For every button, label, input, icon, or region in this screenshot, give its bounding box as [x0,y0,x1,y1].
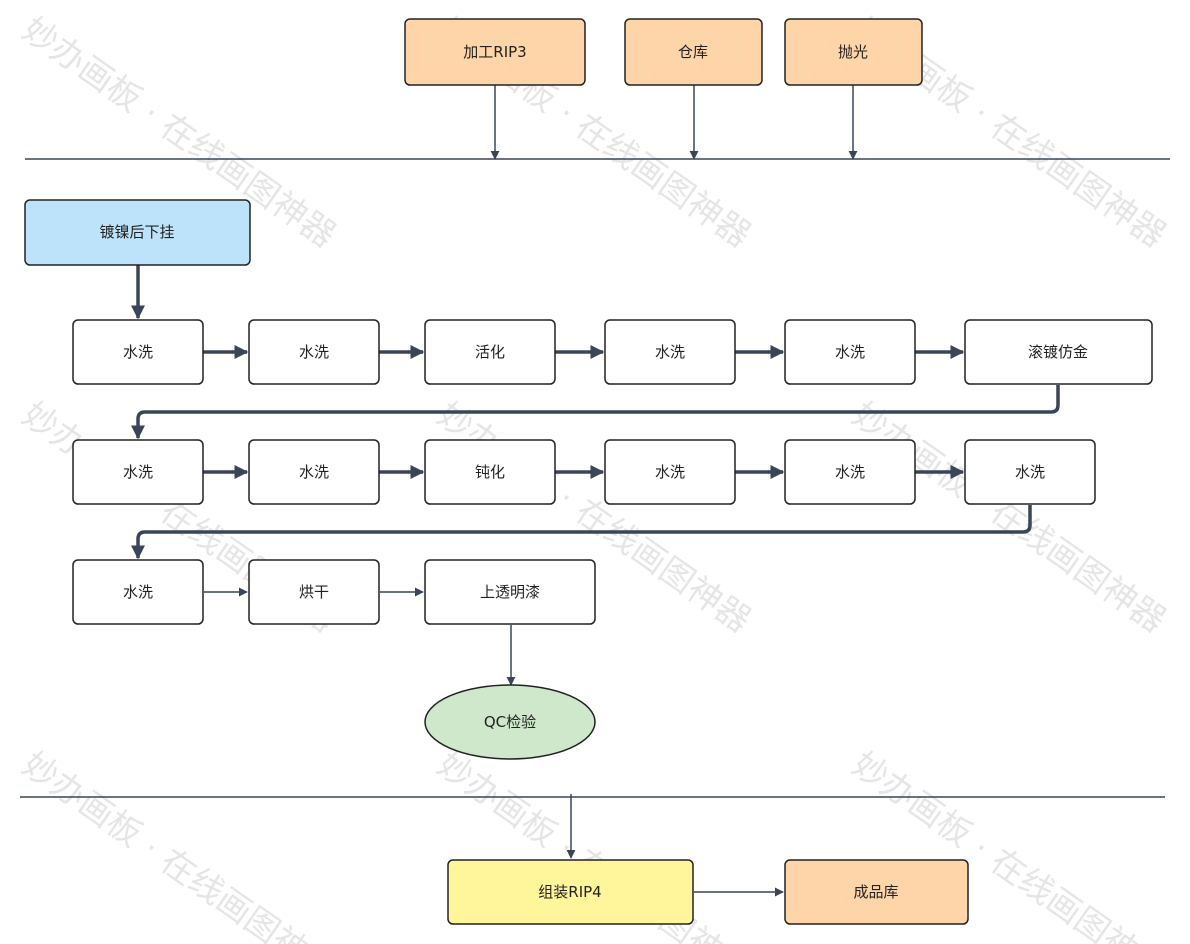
node-label: 水洗 [299,343,329,361]
node-n1[interactable]: 加工RIP3 [404,18,586,86]
watermark-text: 妙办画板 · 在线画图神器 [845,395,1173,641]
node-n16[interactable]: 水洗 [964,439,1096,505]
node-label: 水洗 [123,463,153,481]
node-n7[interactable]: 活化 [424,319,556,385]
node-label: 水洗 [655,463,685,481]
edge-n16-n17 [131,505,1032,560]
node-n4[interactable]: 镀镍后下挂 [24,199,251,266]
node-n11[interactable]: 水洗 [72,439,204,505]
node-label: 活化 [475,343,505,361]
node-n18[interactable]: 烘干 [248,559,380,625]
node-label: 烘干 [299,583,329,601]
edge-n10-n11 [131,385,1060,440]
node-label: 成品库 [853,883,898,901]
node-label: 水洗 [835,463,865,481]
node-n3[interactable]: 抛光 [784,18,923,86]
node-label: 水洗 [299,463,329,481]
node-n5[interactable]: 水洗 [72,319,204,385]
node-n2[interactable]: 仓库 [624,18,763,86]
node-n14[interactable]: 水洗 [604,439,736,505]
node-label: 组装RIP4 [538,883,601,901]
node-label: 镀镍后下挂 [99,223,174,241]
node-n13[interactable]: 钝化 [424,439,556,505]
node-label: 水洗 [835,343,865,361]
node-label: 水洗 [1015,463,1045,481]
node-label: 仓库 [678,43,708,61]
watermark-text: 妙办画板 · 在线画图神器 [15,745,343,944]
node-label: 抛光 [838,43,868,61]
node-label: 加工RIP3 [463,43,526,61]
node-n21[interactable]: 组装RIP4 [447,859,694,925]
node-n15[interactable]: 水洗 [784,439,916,505]
node-label: 上透明漆 [480,583,540,601]
node-label: 水洗 [123,583,153,601]
node-n8[interactable]: 水洗 [604,319,736,385]
node-label: 水洗 [123,343,153,361]
node-label: 水洗 [655,343,685,361]
node-n22[interactable]: 成品库 [784,859,969,925]
node-n12[interactable]: 水洗 [248,439,380,505]
node-n10[interactable]: 滚镀仿金 [964,319,1153,385]
node-n9[interactable]: 水洗 [784,319,916,385]
node-label: 钝化 [475,463,505,481]
node-label: 滚镀仿金 [1028,343,1088,361]
node-n20[interactable]: QC检验 [424,684,596,760]
node-n6[interactable]: 水洗 [248,319,380,385]
node-n19[interactable]: 上透明漆 [424,559,596,625]
node-label: QC检验 [484,713,536,731]
node-n17[interactable]: 水洗 [72,559,204,625]
